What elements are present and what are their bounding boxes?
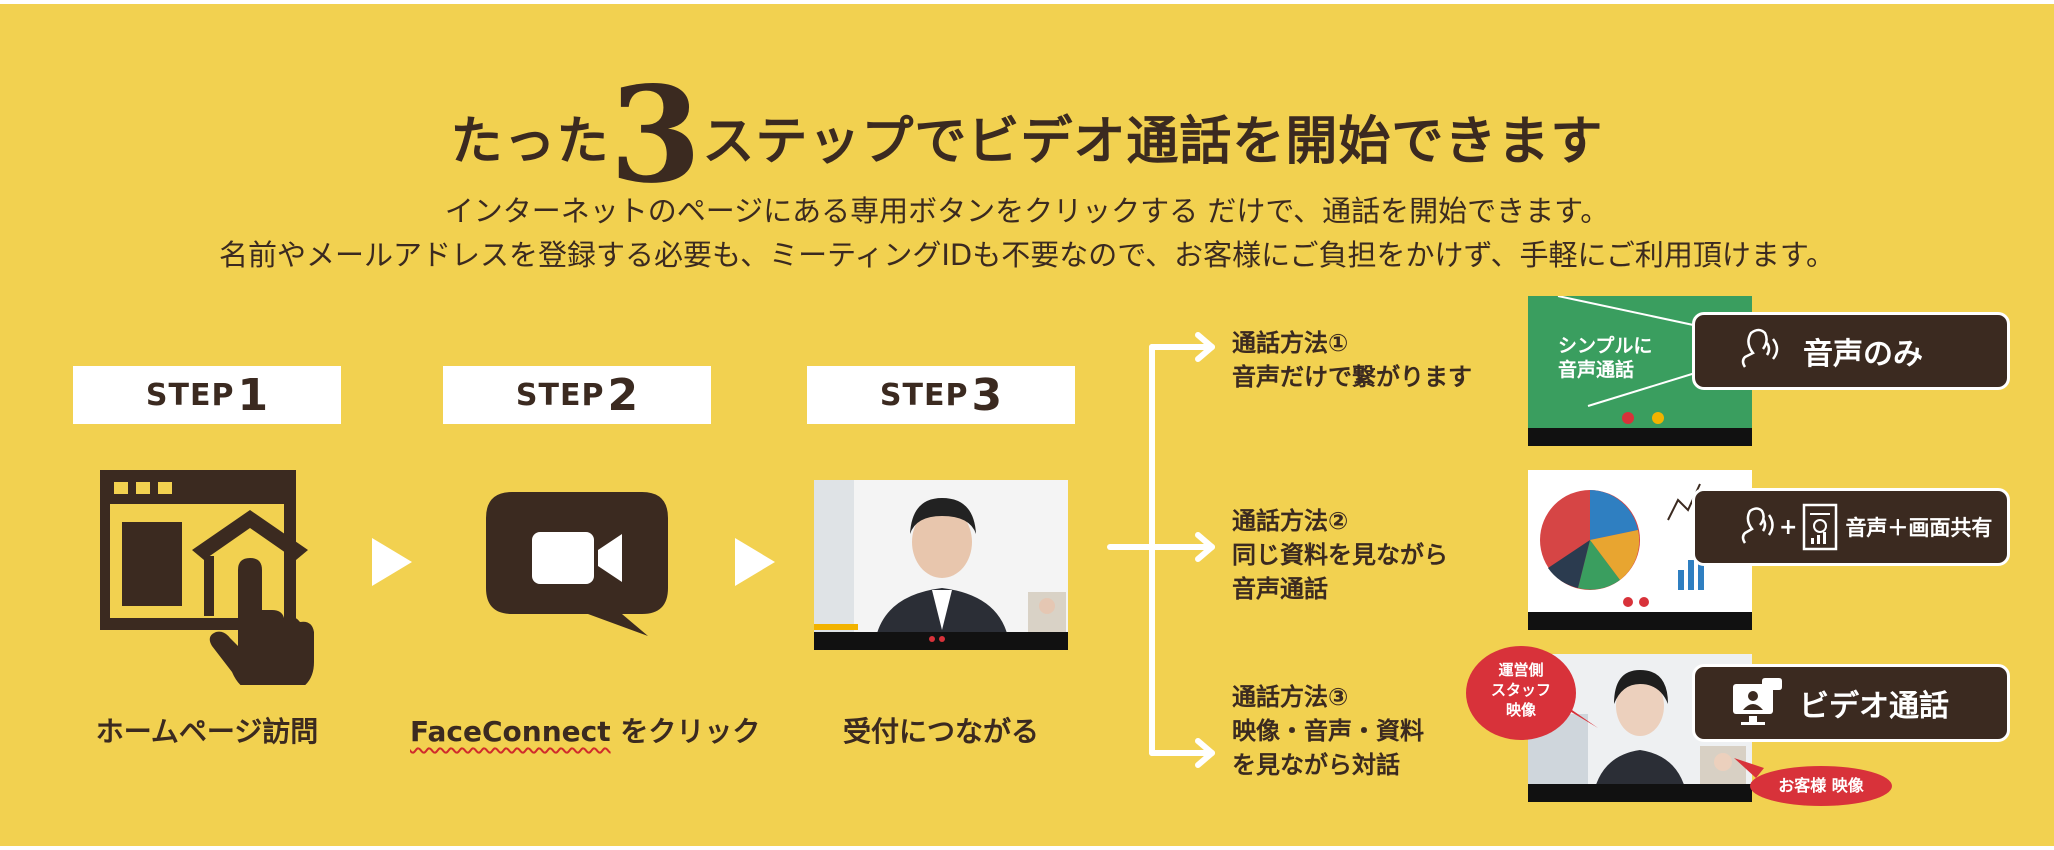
pill-label: ビデオ通話 — [1799, 689, 1949, 724]
bubble-tail — [1558, 704, 1598, 728]
method-description: 映像・音声・資料 — [1232, 717, 1424, 745]
branch-arrows — [1107, 332, 1215, 768]
ear-sound-icon — [1741, 328, 1779, 368]
reception-video-screenshot — [814, 480, 1068, 650]
slide-line: 音声通話 — [1558, 359, 1635, 381]
method-description: 同じ資料を見ながら — [1232, 541, 1448, 569]
method-title: 通話方法② — [1232, 507, 1349, 535]
slide-line: シンプルに — [1558, 335, 1653, 357]
video-call-pill: ビデオ通話 — [1692, 664, 2010, 742]
step-word: STEP — [879, 377, 969, 413]
step-2-caption-text: をクリック — [610, 715, 761, 748]
staff-video-bubble: 運営側 スタッフ 映像 — [1466, 646, 1576, 740]
customer-video-bubble: お客様 映像 — [1750, 766, 1892, 806]
video-toolbar — [1528, 428, 1752, 446]
title-suffix: ステップでビデオ通話を開始できます — [702, 112, 1604, 172]
method-2-text: 通話方法② 同じ資料を見ながら 音声通話 — [1232, 504, 1448, 606]
method-title: 通話方法③ — [1232, 683, 1349, 711]
bubble-tail — [1734, 758, 1764, 778]
monitor-person-icon — [1733, 678, 1782, 725]
step-number: 1 — [237, 369, 269, 421]
method-3-text: 通話方法③ 映像・音声・資料 を見ながら対話 — [1232, 680, 1424, 782]
method-description: 音声だけで繋がります — [1232, 363, 1472, 391]
arrow-right-icon — [372, 538, 412, 586]
step-2-caption: FaceConnect をクリック — [410, 710, 760, 750]
video-toolbar — [1528, 612, 1752, 630]
title-prefix: たった — [450, 112, 610, 172]
video-chat-bubble-icon — [486, 492, 668, 636]
house-hand-icon — [100, 470, 314, 685]
subtitle-line-2: 名前やメールアドレスを登録する必要も、ミーティングIDも不要なので、お客様にご負… — [218, 238, 1836, 272]
subtitle-line-1: インターネットのページにある専用ボタンをクリックする だけで、通話を開始できます… — [444, 194, 1610, 228]
method-description: を見ながら対話 — [1232, 751, 1400, 779]
step-word: STEP — [145, 377, 235, 413]
slide-text: シンプルに 音声通話 — [1558, 334, 1652, 382]
method-1-text: 通話方法① 音声だけで繋がります — [1232, 326, 1472, 394]
plus-sign: + — [1779, 514, 1798, 540]
arrow-right-icon — [735, 538, 775, 586]
pie-chart-slide-image — [1540, 483, 1704, 607]
step-number: 3 — [971, 369, 1003, 421]
method-title: 通話方法① — [1232, 329, 1349, 357]
title-number: 3 — [609, 58, 703, 213]
faceconnect-brand: FaceConnect — [410, 715, 611, 748]
step-3-caption: 受付につながる — [842, 715, 1039, 748]
step-number: 2 — [607, 369, 639, 421]
document-icon — [1803, 503, 1838, 551]
pill-label: 音声のみ — [1803, 337, 1923, 372]
ear-sound-icon — [1741, 507, 1774, 544]
page-title: たった3ステップでビデオ通話を開始できます — [0, 70, 2054, 202]
audio-screen-share-pill: + 音声＋画面共有 — [1692, 488, 2010, 566]
operator-person-image — [814, 480, 1068, 650]
method-description: 音声通話 — [1232, 575, 1328, 603]
step-1-caption: ホームページ訪問 — [95, 715, 319, 748]
pill-label: 音声＋画面共有 — [1845, 516, 1993, 540]
step-word: STEP — [515, 377, 605, 413]
audio-only-pill: 音声のみ — [1692, 312, 2010, 390]
video-toolbar — [1528, 784, 1752, 802]
